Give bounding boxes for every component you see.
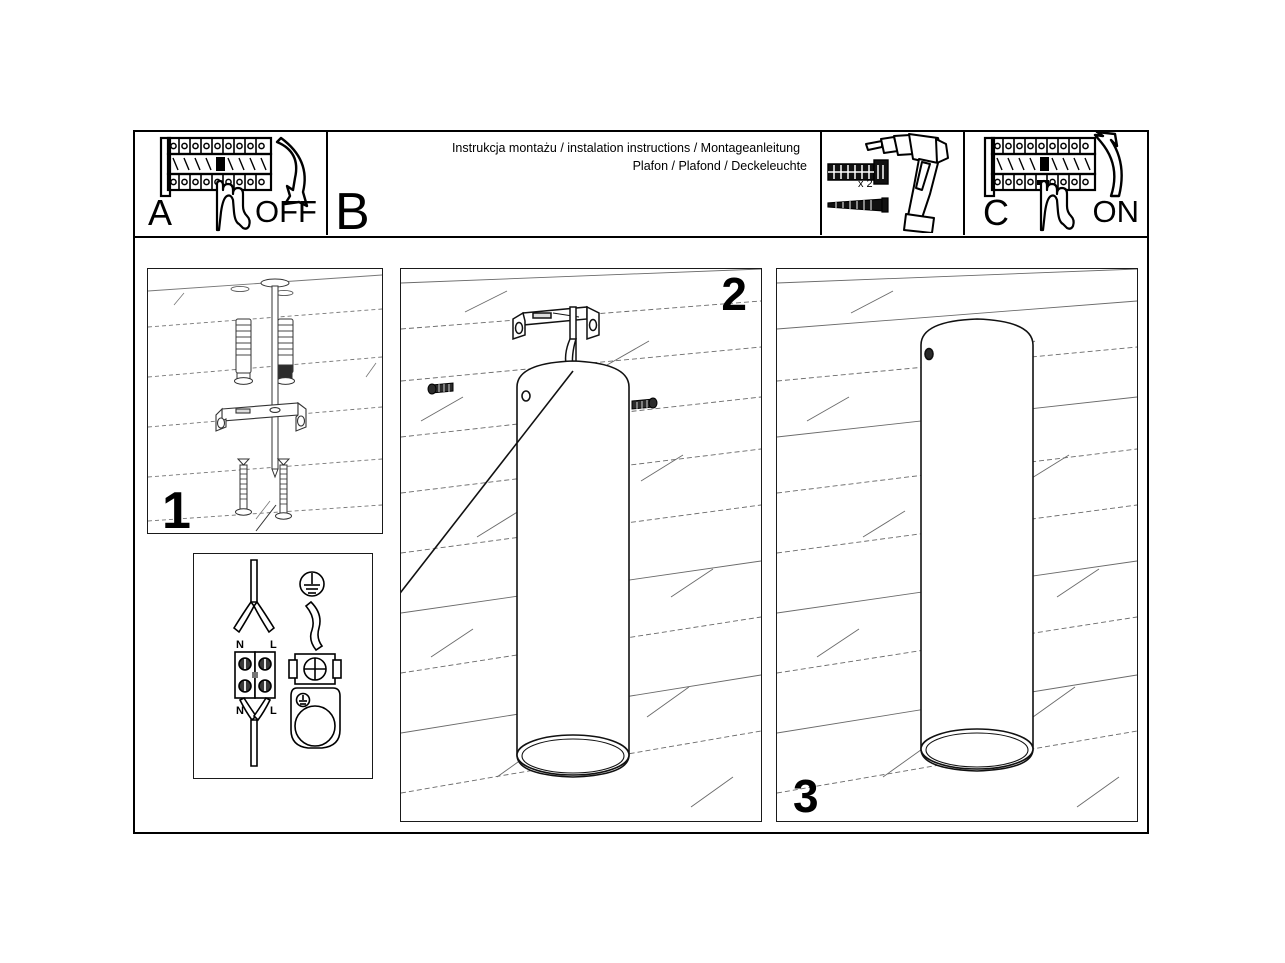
mounting-bracket-icon <box>512 305 600 370</box>
step-c-cell: C ON <box>965 132 1148 235</box>
title-line-languages: Instrukcja montażu / instalation instruc… <box>451 141 801 155</box>
power-drill-icon <box>865 133 949 233</box>
header-row: A OFF B Instrukcja montażu / instalation… <box>135 132 1148 241</box>
breaker-off-illustration <box>159 136 309 232</box>
terminal-label-n-top: N <box>236 639 244 651</box>
wall-plug-dowel-icon <box>827 159 889 185</box>
step-2-number: 2 <box>721 268 747 320</box>
screw-icon <box>827 197 889 213</box>
step-1-number: 1 <box>162 482 191 534</box>
wiring-illustration: N L N L <box>232 559 342 767</box>
step-2-illustration <box>401 269 761 808</box>
wall-plug-dowel-icon <box>276 318 295 385</box>
wall-plug-dowel-icon <box>234 318 253 385</box>
terminal-block-icon <box>234 651 276 699</box>
step-1-illustration <box>148 274 382 532</box>
terminal-label-l-top: L <box>270 639 277 651</box>
tools-illustration <box>827 133 949 233</box>
step-c-label: C <box>983 192 1009 233</box>
sheet-frame: A OFF B Instrukcja montażu / instalation… <box>133 130 1149 834</box>
screw-icon <box>427 382 454 395</box>
step-2-panel: 2 <box>400 268 762 822</box>
step-3-illustration <box>777 269 1137 808</box>
lamp-holder-icon <box>288 653 342 749</box>
cylinder-lamp-icon <box>516 360 630 778</box>
step-b-label: B <box>335 183 370 241</box>
supply-cable-icon <box>232 559 276 634</box>
step-3-panel: 3 <box>776 268 1138 822</box>
mounting-bracket-icon <box>215 401 307 432</box>
step-a-label: A <box>148 192 173 233</box>
hand-pointing-icon <box>1039 179 1075 232</box>
terminal-label-n-bottom: N <box>236 705 244 717</box>
step-3-number: 3 <box>793 770 819 822</box>
protective-earth-icon <box>299 571 325 597</box>
step-1-panel: 1 <box>147 268 383 534</box>
ceiling-hole-icon <box>230 285 294 297</box>
terminal-label-l-bottom: L <box>270 705 277 717</box>
circuit-breaker-panel-icon <box>983 136 1097 198</box>
sheet-title: Instrukcja montażu / instalation instruc… <box>435 139 817 175</box>
arrow-down-curved-icon <box>275 136 309 208</box>
arrow-up-curved-icon <box>1093 132 1123 198</box>
breaker-on-illustration <box>983 132 1123 232</box>
screw-icon <box>631 397 658 410</box>
title-line-product: Plafon / Plafond / Deckeleuchte <box>632 159 807 173</box>
step-c-state-word: ON <box>1092 194 1140 229</box>
screw-icon <box>235 458 252 516</box>
cylinder-lamp-icon <box>920 318 1034 772</box>
wiring-detail-panel: N L N L <box>193 553 373 779</box>
step-a-state-word: OFF <box>255 194 317 229</box>
screw-icon <box>275 458 292 520</box>
earth-wire-icon <box>304 600 324 652</box>
tools-quantity-label: x 2 <box>858 178 873 190</box>
tools-cell: x 2 <box>820 132 965 235</box>
lamp-cable-icon <box>238 696 272 767</box>
detail-leader-line <box>401 370 574 594</box>
step-a-cell: A OFF <box>135 132 328 235</box>
hand-pointing-icon <box>215 179 251 232</box>
